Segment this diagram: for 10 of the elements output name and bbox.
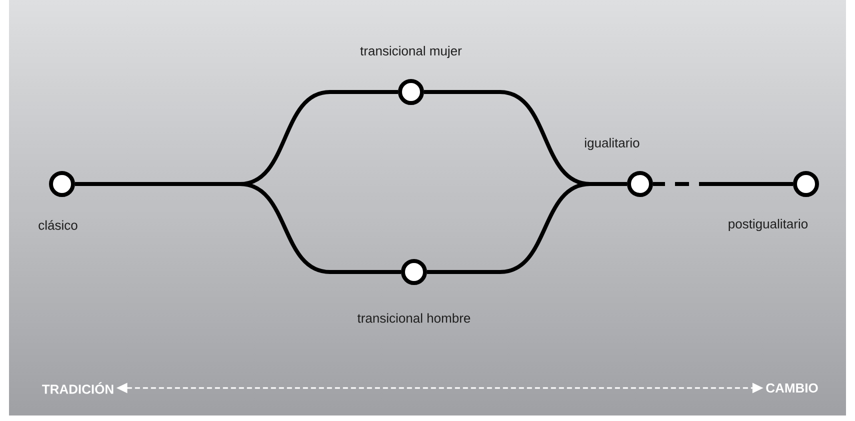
path-line — [427, 182, 627, 274]
node-label: clásico — [38, 220, 78, 230]
axis-label: CAMBIO — [766, 383, 818, 393]
node-label: transicional mujer — [360, 46, 462, 58]
axis-label: TRADICIÓN — [42, 382, 114, 394]
node-label: postigualitario — [728, 218, 808, 232]
node-label: transicional hombre — [357, 313, 470, 323]
path-line — [653, 182, 793, 186]
path-line — [75, 182, 401, 274]
node-label: igualitario — [585, 138, 640, 150]
